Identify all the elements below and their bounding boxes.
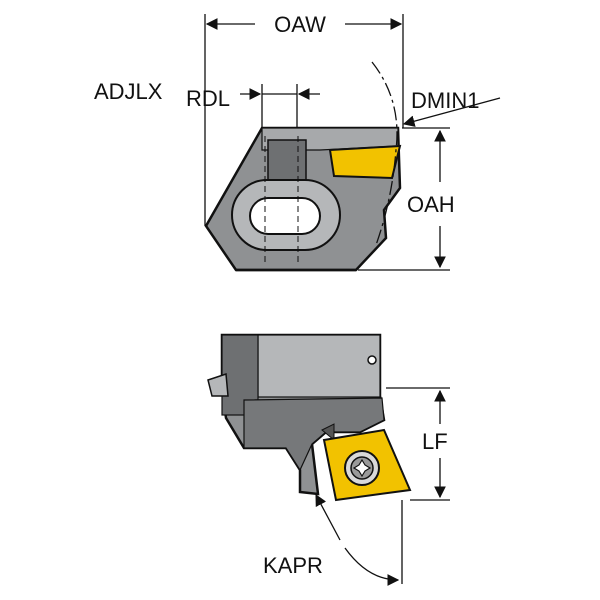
top-view-insert xyxy=(328,144,402,180)
side-view-chip-face xyxy=(243,397,385,472)
insert-seat xyxy=(321,423,335,442)
kapr-dimension: KAPR xyxy=(263,493,403,586)
oaw-label: OAW xyxy=(274,12,326,37)
oaw-dimension: OAW xyxy=(204,12,404,226)
torx-icon xyxy=(352,458,372,478)
kapr-label: KAPR xyxy=(263,553,323,578)
top-view xyxy=(204,126,402,272)
lf-dimension: LF xyxy=(386,387,450,501)
side-view xyxy=(207,333,412,502)
lf-label: LF xyxy=(422,429,448,454)
adjusting-slot xyxy=(267,139,307,183)
side-view-notch xyxy=(207,372,229,397)
adjlx-label: ADJLX xyxy=(94,79,163,104)
side-view-top-face xyxy=(257,334,381,398)
rdl-label: RDL xyxy=(186,86,230,111)
oah-dimension: OAH xyxy=(358,127,455,271)
clamp-hole xyxy=(249,197,321,235)
rdl-dimension: ADJLX RDL xyxy=(94,79,320,128)
side-view-screw-hole xyxy=(367,355,377,365)
oah-label: OAH xyxy=(407,192,455,217)
dmin1-label: DMIN1 xyxy=(411,88,479,113)
dmin1-dimension: DMIN1 xyxy=(371,61,501,246)
